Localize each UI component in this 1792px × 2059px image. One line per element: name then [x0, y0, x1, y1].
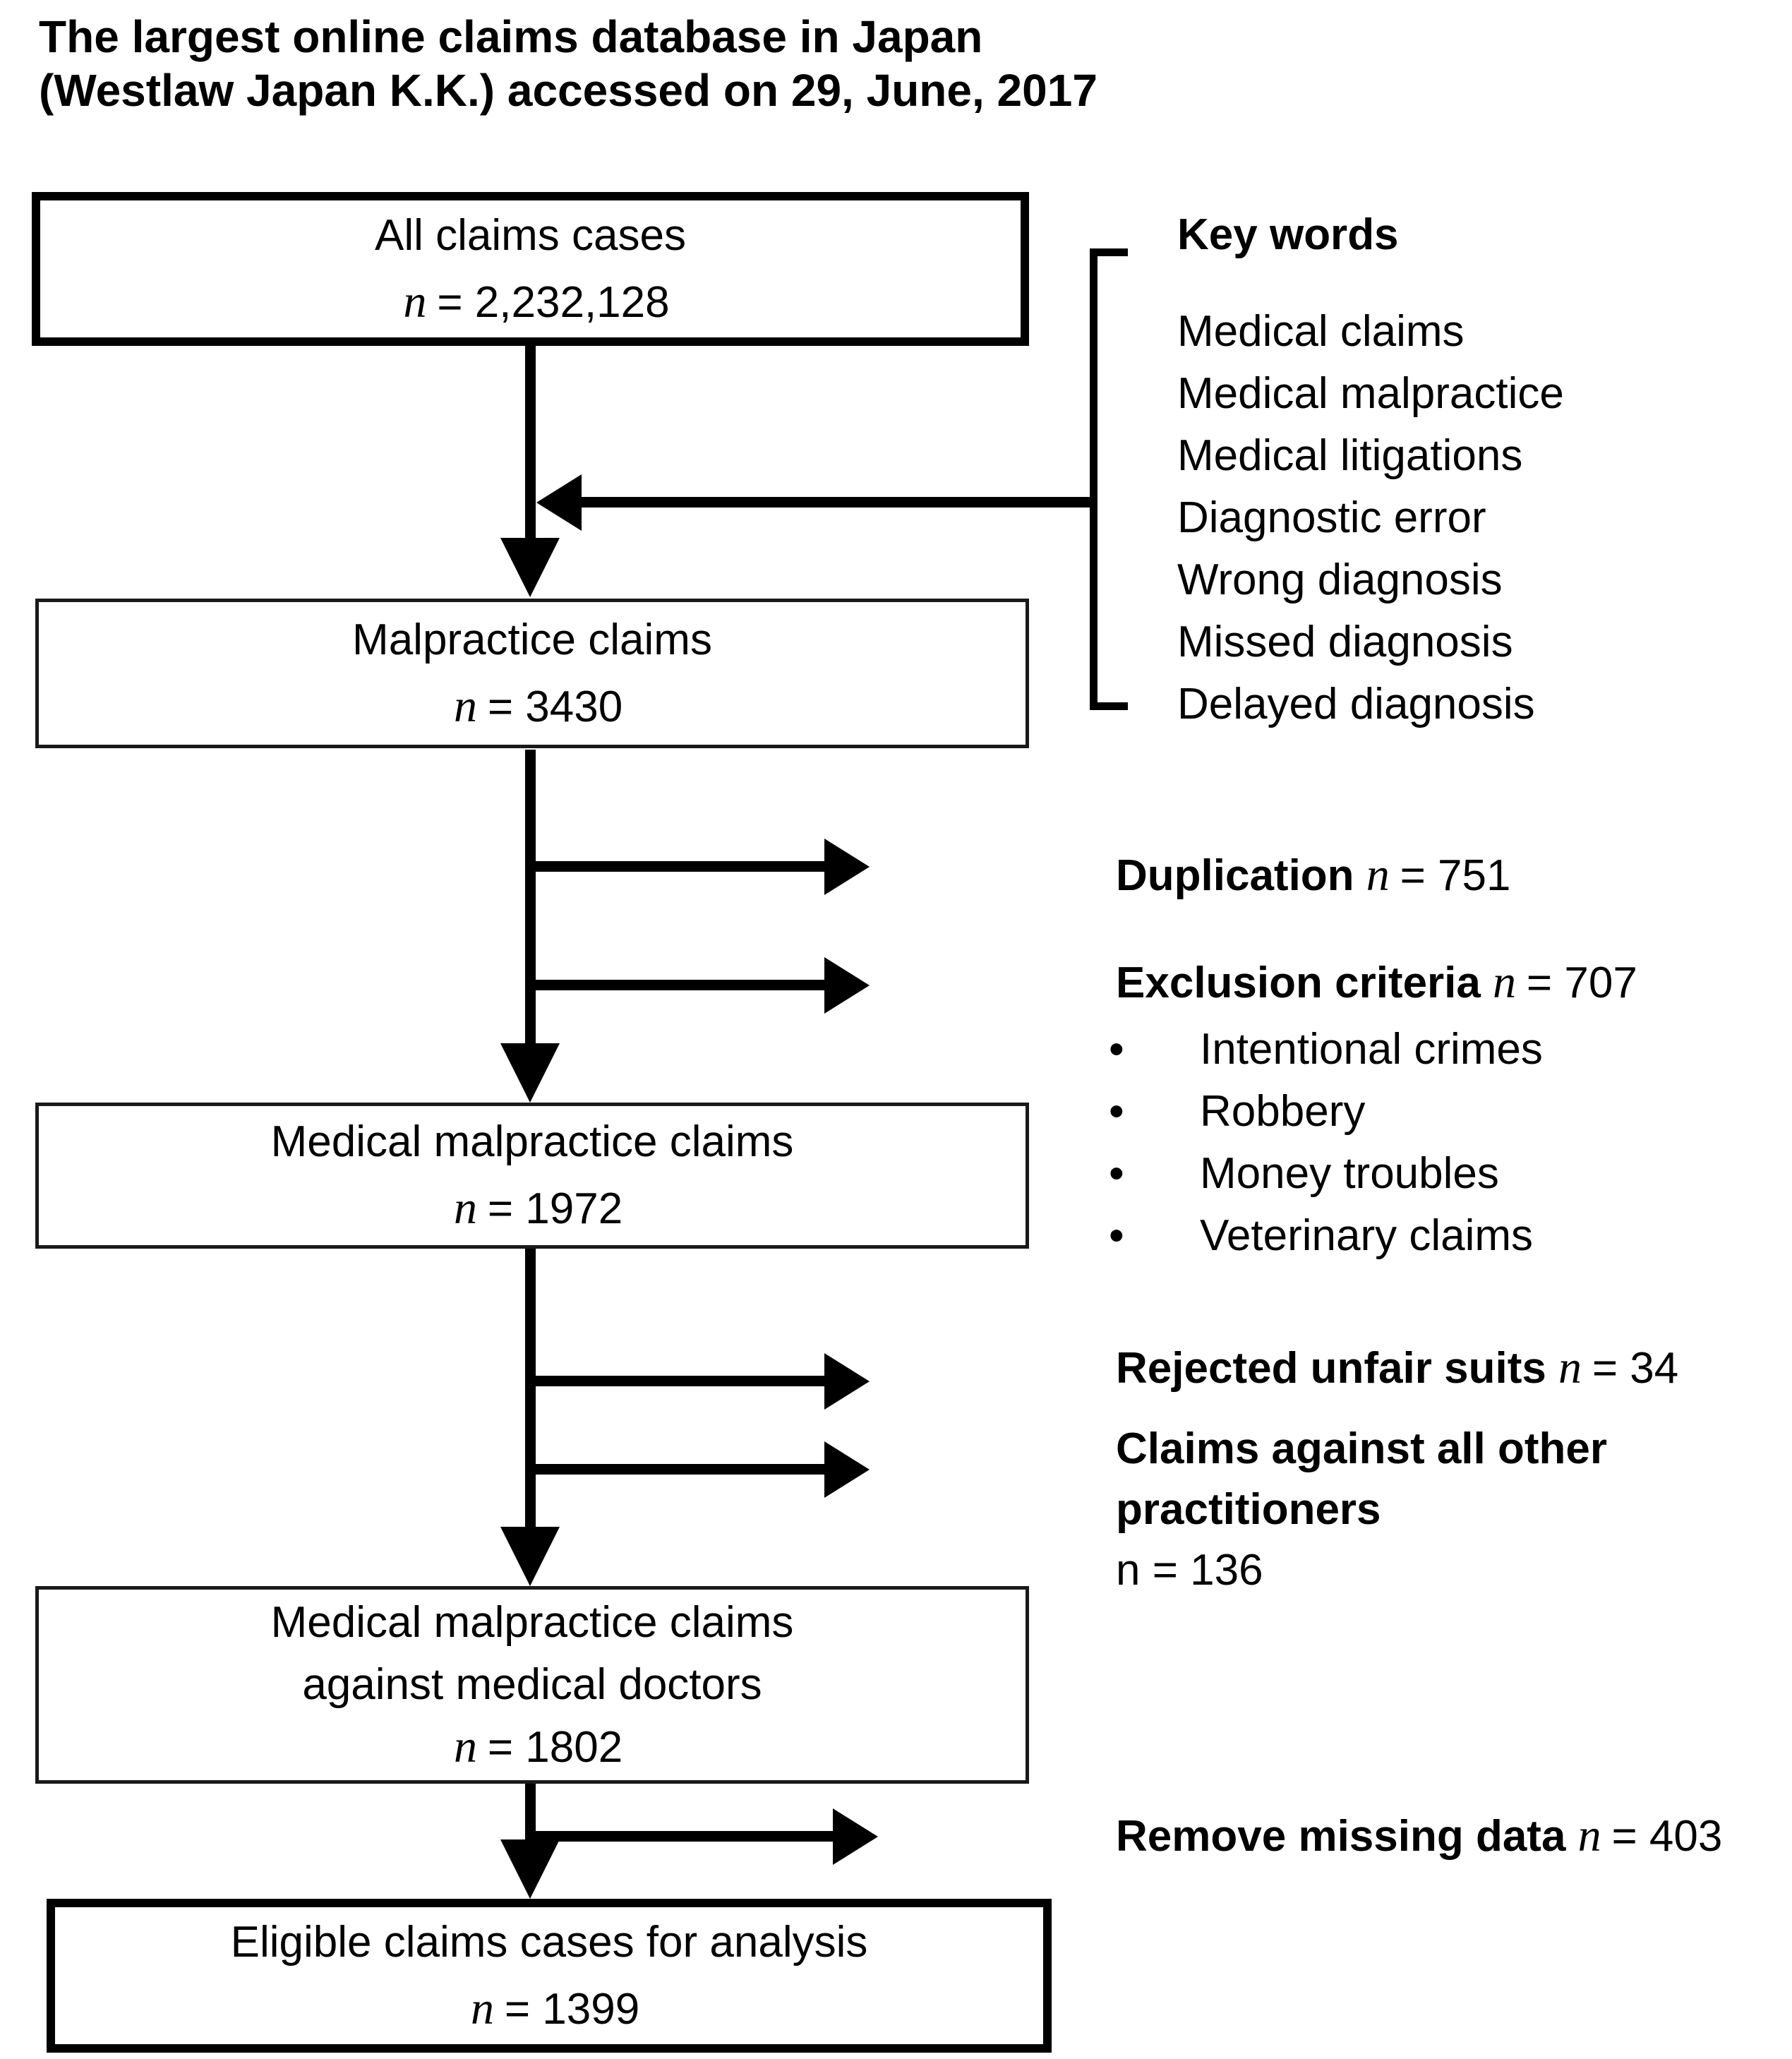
- arrow-box3-to-box4-head-icon: [500, 1527, 560, 1586]
- box-n-line: n= 3430: [442, 673, 623, 740]
- keyword-item: Missed diagnosis: [1177, 618, 1513, 666]
- arrow-duplication-line: [534, 861, 824, 872]
- annotation-label: Exclusion criteria: [1116, 959, 1481, 1007]
- bullet-icon: •: [1109, 1025, 1124, 1074]
- box-n-line: n= 1399: [459, 1976, 639, 2043]
- arrow-other-practitioners-line: [534, 1464, 824, 1475]
- bullet-icon: •: [1109, 1087, 1124, 1136]
- keywords-bracket-vertical: [1090, 248, 1098, 710]
- n-symbol: n: [453, 680, 477, 732]
- bullet-icon: •: [1109, 1149, 1124, 1198]
- n-symbol: n: [1493, 956, 1517, 1008]
- n-symbol: n: [403, 275, 427, 328]
- n-count: = 751: [1400, 851, 1511, 900]
- box-malpractice-claims: Malpractice claims n= 3430: [35, 599, 1029, 748]
- arrow-rejected-line: [534, 1376, 824, 1386]
- box-n-line: n= 2,232,128: [391, 269, 670, 336]
- keyword-item: Delayed diagnosis: [1177, 680, 1535, 728]
- n-symbol: n: [453, 1182, 477, 1234]
- arrow-box3-to-box4-stem: [525, 1249, 536, 1528]
- arrow-box4-to-box5-stem: [525, 1784, 536, 1842]
- arrow-keywords-head-icon: [536, 474, 582, 531]
- list-item-label: Robbery: [1200, 1087, 1366, 1136]
- keyword-item: Medical litigations: [1177, 431, 1523, 480]
- arrow-rejected-head-icon: [824, 1353, 870, 1410]
- box-eligible-claims-cases: Eligible claims cases for analysis n= 13…: [47, 1899, 1052, 2053]
- n-symbol: n: [1366, 849, 1390, 901]
- arrow-keywords-line: [577, 497, 1094, 508]
- diagram-title-line1: The largest online claims database in Ja…: [39, 11, 983, 62]
- n-count: = 3430: [487, 682, 623, 731]
- list-item: • Money troubles: [1105, 1143, 1543, 1205]
- annotation-label-line1: Claims against all other: [1116, 1424, 1607, 1473]
- keywords-heading: Key words: [1177, 210, 1399, 259]
- keyword-item: Diagnostic error: [1177, 493, 1486, 542]
- n-symbol: n: [1577, 1810, 1601, 1861]
- keywords-bracket-tick-bottom: [1090, 702, 1128, 710]
- n-symbol: n: [470, 1982, 494, 2034]
- arrow-box2-to-box3-stem: [525, 750, 536, 1045]
- box-label-line1: Medical malpractice claims: [270, 1597, 794, 1647]
- n-count: = 1972: [487, 1184, 623, 1233]
- box-claims-against-medical-doctors: Medical malpractice claims against medic…: [35, 1586, 1029, 1784]
- annotation-label: Duplication: [1116, 851, 1354, 900]
- keyword-item: Medical malpractice: [1177, 369, 1564, 418]
- n-symbol: n: [1558, 1342, 1582, 1393]
- box-label: Malpractice claims: [352, 615, 712, 664]
- bullet-icon: •: [1109, 1211, 1124, 1260]
- arrow-missing-data-line: [534, 1831, 833, 1842]
- box-n-line: n= 1972: [442, 1175, 623, 1242]
- arrow-exclusion-line: [534, 980, 824, 990]
- box-label: Eligible claims cases for analysis: [230, 1917, 868, 1967]
- list-item-label: Veterinary claims: [1200, 1211, 1534, 1260]
- annotation-label: Rejected unfair suits: [1116, 1344, 1546, 1393]
- n-count: = 403: [1611, 1812, 1723, 1861]
- annotation-other-practitioners: Claims against all other practitioners n…: [1116, 1419, 1607, 1601]
- arrow-missing-data-head-icon: [833, 1808, 878, 1865]
- keywords-bracket-tick-top: [1090, 248, 1128, 256]
- keyword-item: Medical claims: [1177, 307, 1465, 356]
- annotation-label-line2: practitioners: [1116, 1485, 1381, 1534]
- arrow-box2-to-box3-head-icon: [500, 1043, 560, 1103]
- n-symbol: n: [453, 1720, 477, 1772]
- arrow-exclusion-head-icon: [824, 957, 870, 1014]
- exclusion-criteria-list: • Intentional crimes • Robbery • Money trou…: [1105, 1019, 1543, 1267]
- diagram-title-line2: (Westlaw Japan K.K.) accessed on 29, Jun…: [39, 65, 1098, 116]
- box-label: All claims cases: [375, 210, 686, 260]
- box-all-claims-cases: All claims cases n= 2,232,128: [32, 192, 1029, 346]
- annotation-label: Remove missing data: [1116, 1812, 1566, 1861]
- list-item: • Intentional crimes: [1105, 1019, 1543, 1081]
- keywords-list: Medical claims Medical malpractice Medic…: [1177, 301, 1564, 736]
- n-count: = 34: [1592, 1344, 1679, 1393]
- annotation-n-line: n = 136: [1116, 1546, 1263, 1595]
- list-item-label: Money troubles: [1200, 1149, 1499, 1198]
- n-count: = 1802: [487, 1722, 623, 1772]
- diagram-title: The largest online claims database in Ja…: [39, 10, 1098, 117]
- box-medical-malpractice-claims: Medical malpractice claims n= 1972: [35, 1103, 1029, 1249]
- list-item: • Robbery: [1105, 1081, 1543, 1143]
- box-n-line: n= 1802: [442, 1716, 623, 1779]
- box-label-line2: against medical doctors: [302, 1659, 762, 1709]
- n-count: = 2,232,128: [437, 277, 670, 327]
- n-count: = 1399: [504, 1984, 640, 2034]
- arrow-box4-to-box5-head-icon: [500, 1839, 560, 1899]
- n-count: = 707: [1526, 959, 1637, 1007]
- list-item-label: Intentional crimes: [1200, 1025, 1543, 1074]
- list-item: • Veterinary claims: [1105, 1205, 1543, 1267]
- keyword-item: Wrong diagnosis: [1177, 556, 1503, 604]
- arrow-box1-to-box2-head-icon: [500, 538, 560, 597]
- box-label: Medical malpractice claims: [270, 1117, 794, 1166]
- arrow-other-practitioners-head-icon: [824, 1441, 870, 1498]
- arrow-duplication-head-icon: [824, 839, 870, 895]
- arrow-box1-to-box2-stem: [525, 344, 536, 539]
